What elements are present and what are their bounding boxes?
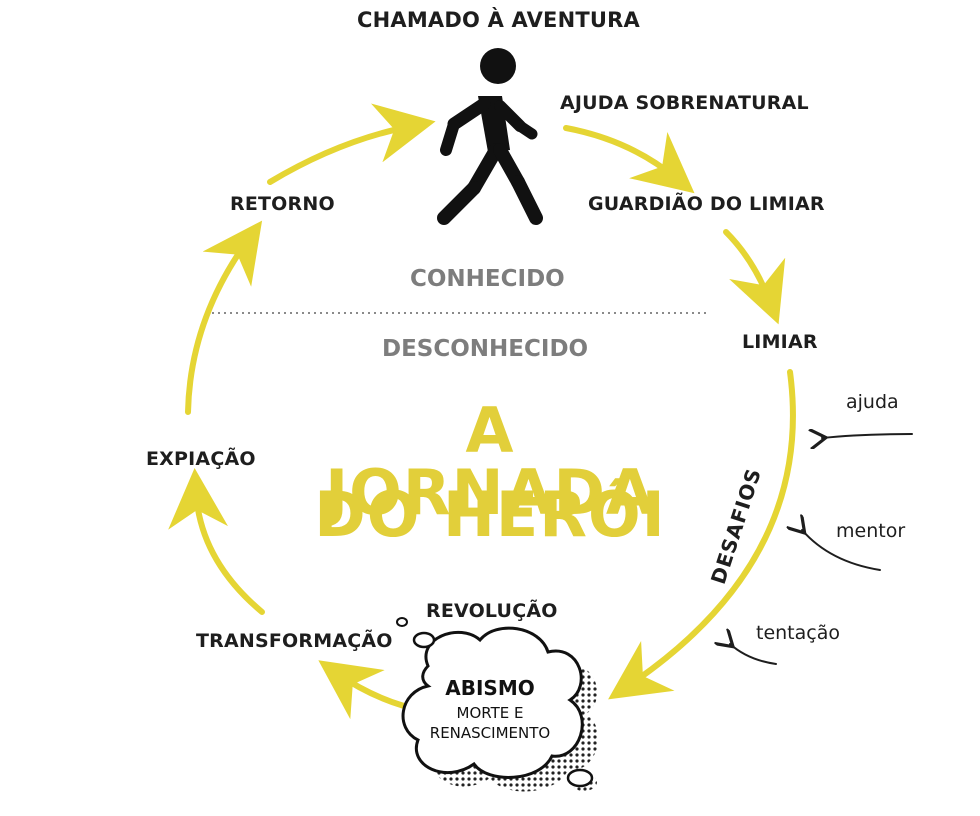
arrow-tentacao [730, 644, 777, 665]
arrow-ajuda [822, 434, 913, 438]
arrow-to-threshold [723, 229, 786, 325]
abyss-sub-label-2: RENASCIMENTO [429, 724, 551, 742]
arrow-to-transformation [318, 660, 407, 720]
arrow-challenges [608, 369, 796, 700]
stage-atonement-label: EXPIAÇÃO [146, 448, 256, 470]
zone-known-label: CONHECIDO [410, 266, 565, 292]
thought-cloud-icon [396, 617, 599, 792]
abyss-sub-label-1: MORTE E [456, 704, 524, 722]
arrow-to-call [267, 103, 436, 185]
stage-call-label: CHAMADO À AVENTURA [357, 8, 640, 32]
influence-mentor-label: mentor [836, 520, 906, 542]
stage-return-label: RETORNO [230, 193, 335, 215]
arrow-to-atonement [168, 468, 265, 615]
arrow-mentor [802, 530, 881, 571]
stage-aid-label: AJUDA SOBRENATURAL [560, 92, 809, 114]
influence-ajuda-label: ajuda [846, 391, 899, 413]
zone-unknown-label: DESCONHECIDO [382, 336, 589, 362]
abyss-label: ABISMO [445, 676, 535, 700]
walking-person-icon [437, 48, 543, 225]
title-line-1: A JORNADA [325, 394, 655, 529]
stage-threshold-label: LIMIAR [742, 331, 818, 353]
arrow-to-return [185, 220, 263, 415]
stage-guardian-label: GUARDIÃO DO LIMIAR [588, 193, 825, 215]
stage-transformation-label: TRANSFORMAÇÃO [196, 630, 393, 652]
stage-revelation-label: REVOLUÇÃO [426, 600, 558, 622]
title-line-2: DO HERÓI [314, 478, 666, 551]
influence-tentacao-label: tentação [756, 622, 840, 644]
arrow-to-guardian [563, 125, 695, 194]
